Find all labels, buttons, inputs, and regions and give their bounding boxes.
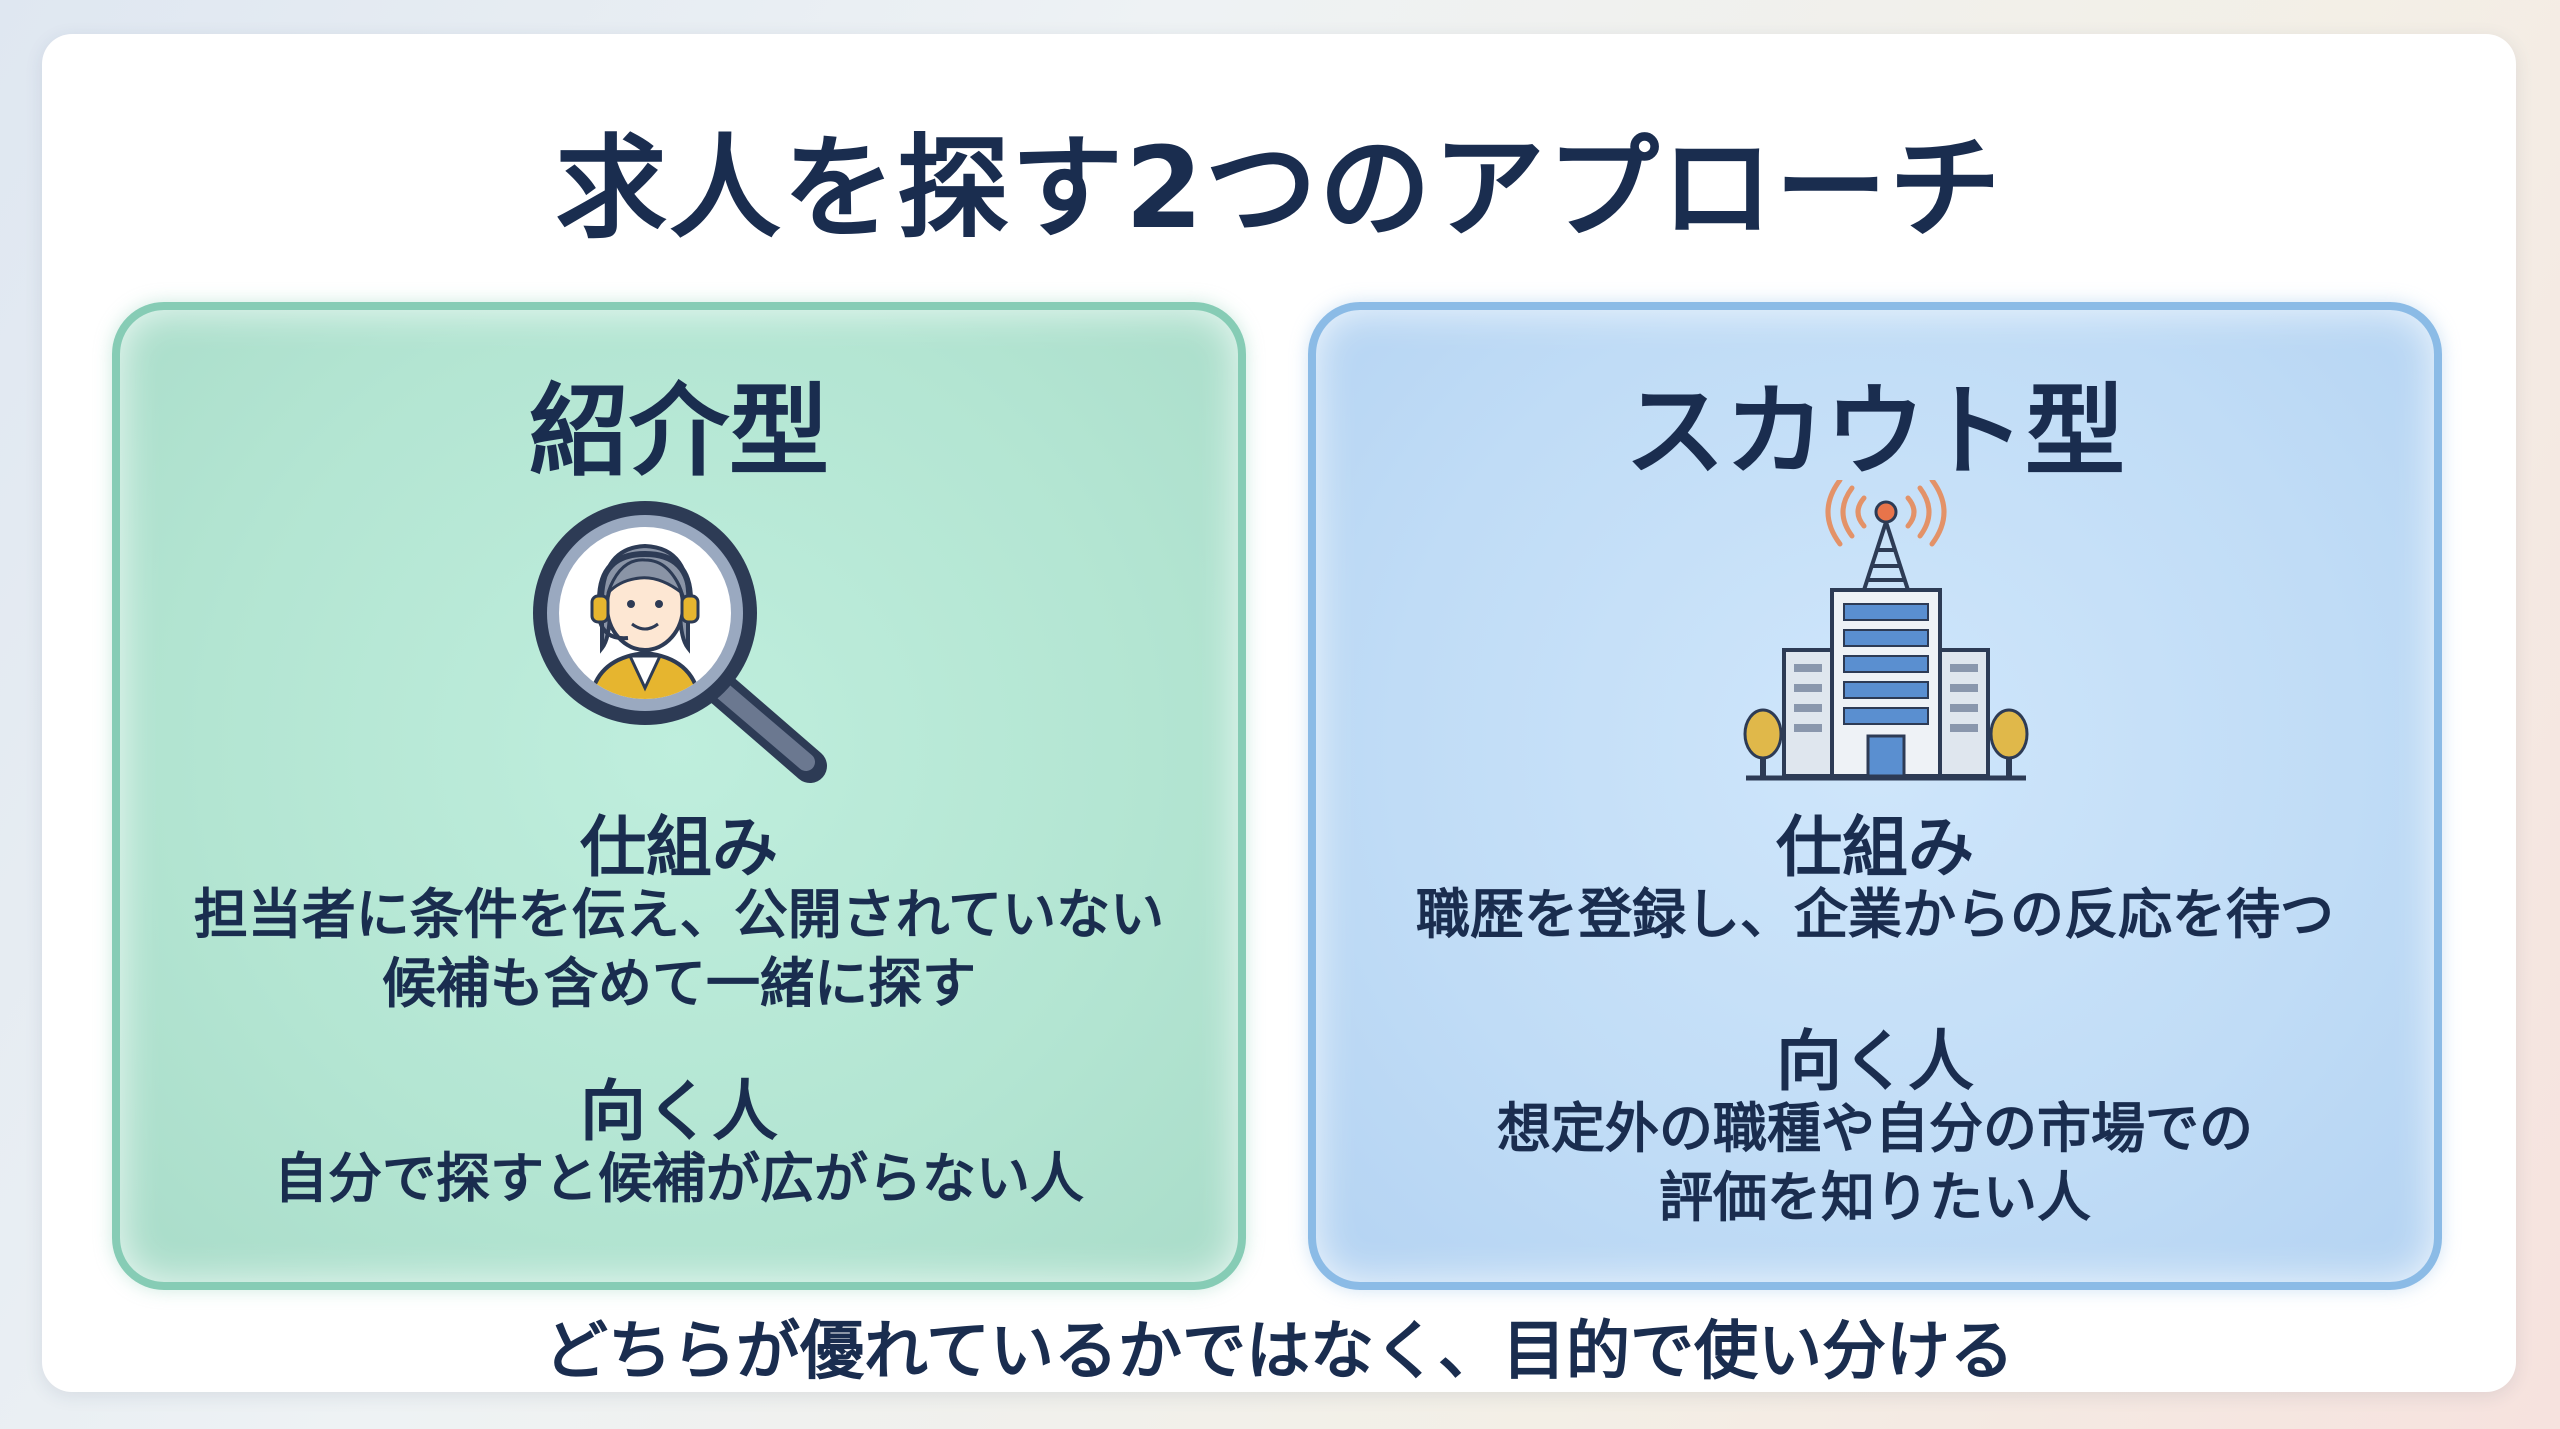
fit-text: 想定外の職種や自分の市場での 評価を知りたい人 [1346, 1094, 2404, 1232]
card-title: 紹介型 [529, 373, 829, 490]
fit-heading: 向く人 [1776, 1023, 1974, 1100]
card-referral: 紹介型 [112, 302, 1246, 1290]
fit-text: 自分で探すと候補が広がらない人 [150, 1144, 1208, 1213]
slide: 求人を探す2つのアプローチ 紹介型 [42, 34, 2516, 1392]
card-title: スカウト型 [1625, 373, 2125, 490]
fit-line: 評価を知りたい人 [1659, 1166, 2091, 1230]
office-building-antenna-icon [1736, 477, 2036, 800]
headset-agent-magnifier-icon [520, 488, 850, 788]
mechanism-text: 担当者に条件を伝え、公開されていない 候補も含めて一緒に探す [150, 880, 1208, 1018]
mechanism-line: 候補も含めて一緒に探す [382, 952, 976, 1016]
mechanism-line: 職歴を登録し、企業からの反応を待つ [1416, 883, 2334, 946]
fit-line: 想定外の職種や自分の市場での [1497, 1097, 2253, 1160]
fit-heading: 向く人 [580, 1073, 778, 1150]
card-scout: スカウト型 [1308, 302, 2442, 1290]
mechanism-heading: 仕組み [1776, 809, 1974, 886]
mechanism-heading: 仕組み [580, 809, 778, 886]
mechanism-line: 担当者に条件を伝え、公開されていない [193, 883, 1165, 946]
mechanism-text: 職歴を登録し、企業からの反応を待つ [1346, 880, 2404, 949]
fit-line: 自分で探すと候補が広がらない人 [274, 1147, 1084, 1210]
page-title: 求人を探す2つのアプローチ [555, 124, 2003, 254]
footer-message: どちらが優れているかではなく、目的で使い分ける [543, 1315, 2015, 1389]
